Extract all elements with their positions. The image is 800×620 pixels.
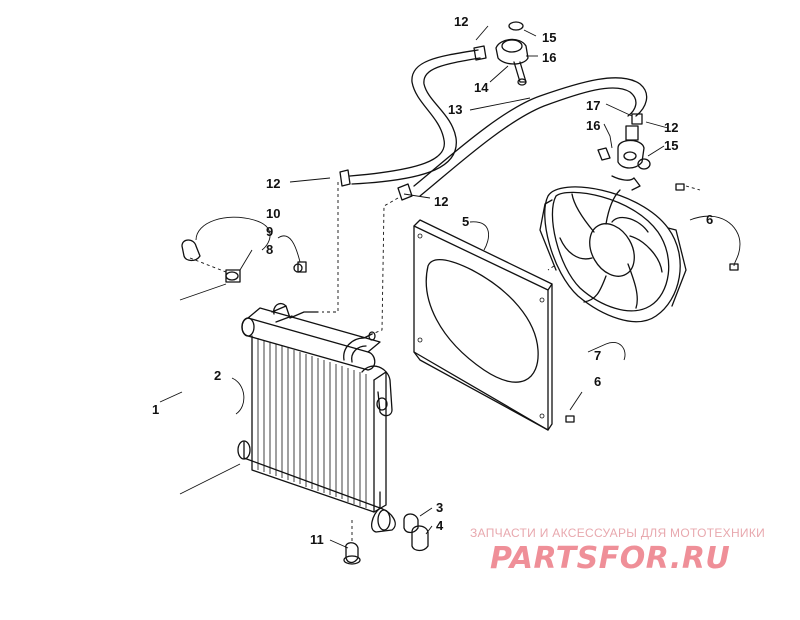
callouts: 1 2 3 4 5 6 6 7 8 9 10 11 12 12 12 12 13… <box>152 14 713 547</box>
callout-4: 4 <box>436 518 444 533</box>
clamp-12 <box>473 45 487 61</box>
callout-6-top: 6 <box>706 212 713 227</box>
callout-11: 11 <box>310 532 324 547</box>
callout-9: 9 <box>266 224 273 239</box>
screw-16 <box>517 78 527 86</box>
washer-8 <box>225 271 239 281</box>
callout-12-right: 12 <box>664 120 678 135</box>
callout-2: 2 <box>214 368 221 383</box>
hoses <box>339 45 648 201</box>
callout-3: 3 <box>436 500 443 515</box>
callout-12-left: 12 <box>266 176 280 191</box>
callout-13: 13 <box>448 102 462 117</box>
callout-8: 8 <box>266 242 273 257</box>
radiator <box>237 263 396 533</box>
callout-5: 5 <box>462 214 469 229</box>
drain-11 <box>345 542 359 564</box>
callout-17: 17 <box>586 98 600 113</box>
cap-and-fittings <box>181 239 429 565</box>
cooling-fan <box>539 175 739 423</box>
callout-12-top: 12 <box>454 14 468 29</box>
callout-10: 10 <box>266 206 280 221</box>
watermark-logo: PARTSFOR.RU <box>490 541 731 576</box>
o-ring-15 <box>508 21 524 31</box>
callout-1: 1 <box>152 402 159 417</box>
cap-10 <box>181 239 201 262</box>
fitting-9 <box>297 261 307 273</box>
clamp-12 <box>397 183 413 201</box>
callout-6-bottom: 6 <box>594 374 601 389</box>
washer-3 <box>403 513 419 534</box>
callout-14: 14 <box>474 80 489 95</box>
callout-15-top: 15 <box>542 30 556 45</box>
plug-4 <box>411 525 429 552</box>
callout-7: 7 <box>594 348 601 363</box>
callout-16-right: 16 <box>586 118 600 133</box>
radiator-fins <box>257 338 367 508</box>
leader-lines <box>159 25 741 549</box>
watermark-tagline: ЗАПЧАСТИ И АКСЕССУАРЫ ДЛЯ МОТОТЕХНИКИ <box>470 526 766 540</box>
callout-16-top: 16 <box>542 50 556 65</box>
callout-12-middle: 12 <box>434 194 448 209</box>
fan-shroud <box>413 219 553 431</box>
thermostat-housing <box>495 21 651 170</box>
watermark: ЗАПЧАСТИ И АКСЕССУАРЫ ДЛЯ МОТОТЕХНИКИ PA… <box>470 526 790 576</box>
o-ring-15 <box>637 158 651 170</box>
screw-16 <box>597 147 611 161</box>
grommet-8 <box>225 269 241 283</box>
clamp-12 <box>339 169 351 187</box>
callout-15-right: 15 <box>664 138 678 153</box>
clamp-12 <box>631 113 643 125</box>
